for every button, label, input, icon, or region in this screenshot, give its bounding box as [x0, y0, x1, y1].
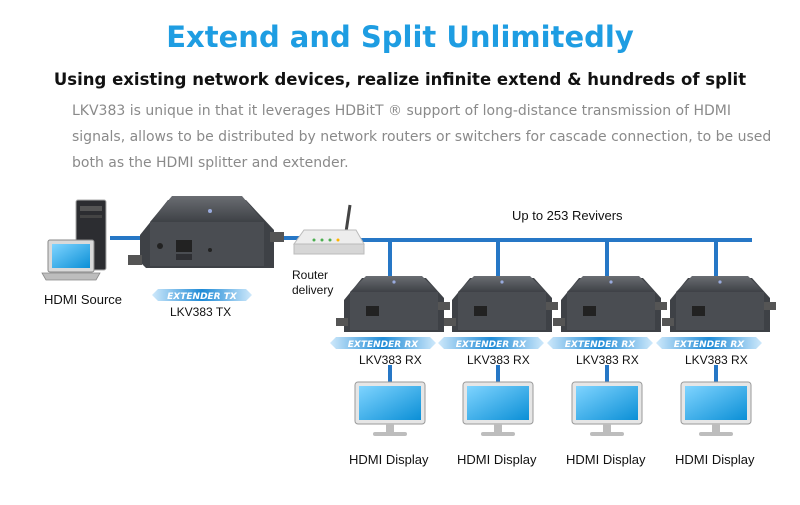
rx-unit-3 — [553, 276, 667, 332]
description-paragraph: LKV383 is unique in that it leverages HD… — [72, 103, 772, 171]
tx-label: LKV383 TX — [170, 305, 232, 319]
tx-badge: EXTENDER TX — [152, 289, 252, 302]
rx-label-3: LKV383 RX — [576, 353, 639, 367]
display-label-2: HDMI Display — [457, 452, 537, 467]
rx-badge-2: EXTENDER RX — [438, 337, 544, 350]
hdmi-source-label: HDMI Source — [44, 292, 123, 307]
page-subtitle: Using existing network devices, realize … — [53, 70, 747, 89]
rx-badge-4: EXTENDER RX — [656, 337, 762, 350]
tx-badge-text: EXTENDER TX — [167, 292, 238, 302]
rx-badge-text: EXTENDER RX — [674, 340, 746, 350]
tx-device-icon — [128, 196, 284, 268]
router-label-line2: delivery — [292, 283, 334, 297]
router-label: Router delivery — [292, 268, 333, 298]
page-title: Extend and Split Unlimitedly — [166, 20, 634, 54]
receivers-caption: Up to 253 Revivers — [512, 208, 623, 223]
rx-badge-text: EXTENDER RX — [456, 340, 528, 350]
display-label-3: HDMI Display — [566, 452, 646, 467]
display-label-4: HDMI Display — [675, 452, 755, 467]
rx-badge-text: EXTENDER RX — [348, 340, 420, 350]
monitor-icon — [571, 381, 643, 436]
rx-label-2: LKV383 RX — [467, 353, 530, 367]
router-icon — [293, 204, 365, 255]
monitor-icon — [462, 381, 534, 436]
router-label-line1: Router — [292, 268, 329, 282]
rx-unit-2 — [444, 276, 558, 332]
monitor-icon — [680, 381, 752, 436]
laptop-icon — [41, 239, 101, 281]
monitor-icon — [354, 381, 426, 436]
display-label-1: HDMI Display — [349, 452, 429, 467]
rx-badge-3: EXTENDER RX — [547, 337, 653, 350]
rx-label-4: LKV383 RX — [685, 353, 748, 367]
rx-unit-4 — [662, 276, 776, 332]
rx-unit-1 — [336, 276, 450, 332]
rx-badge-1: EXTENDER RX — [330, 337, 436, 350]
rx-label-1: LKV383 RX — [359, 353, 422, 367]
rx-badge-text: EXTENDER RX — [565, 340, 637, 350]
